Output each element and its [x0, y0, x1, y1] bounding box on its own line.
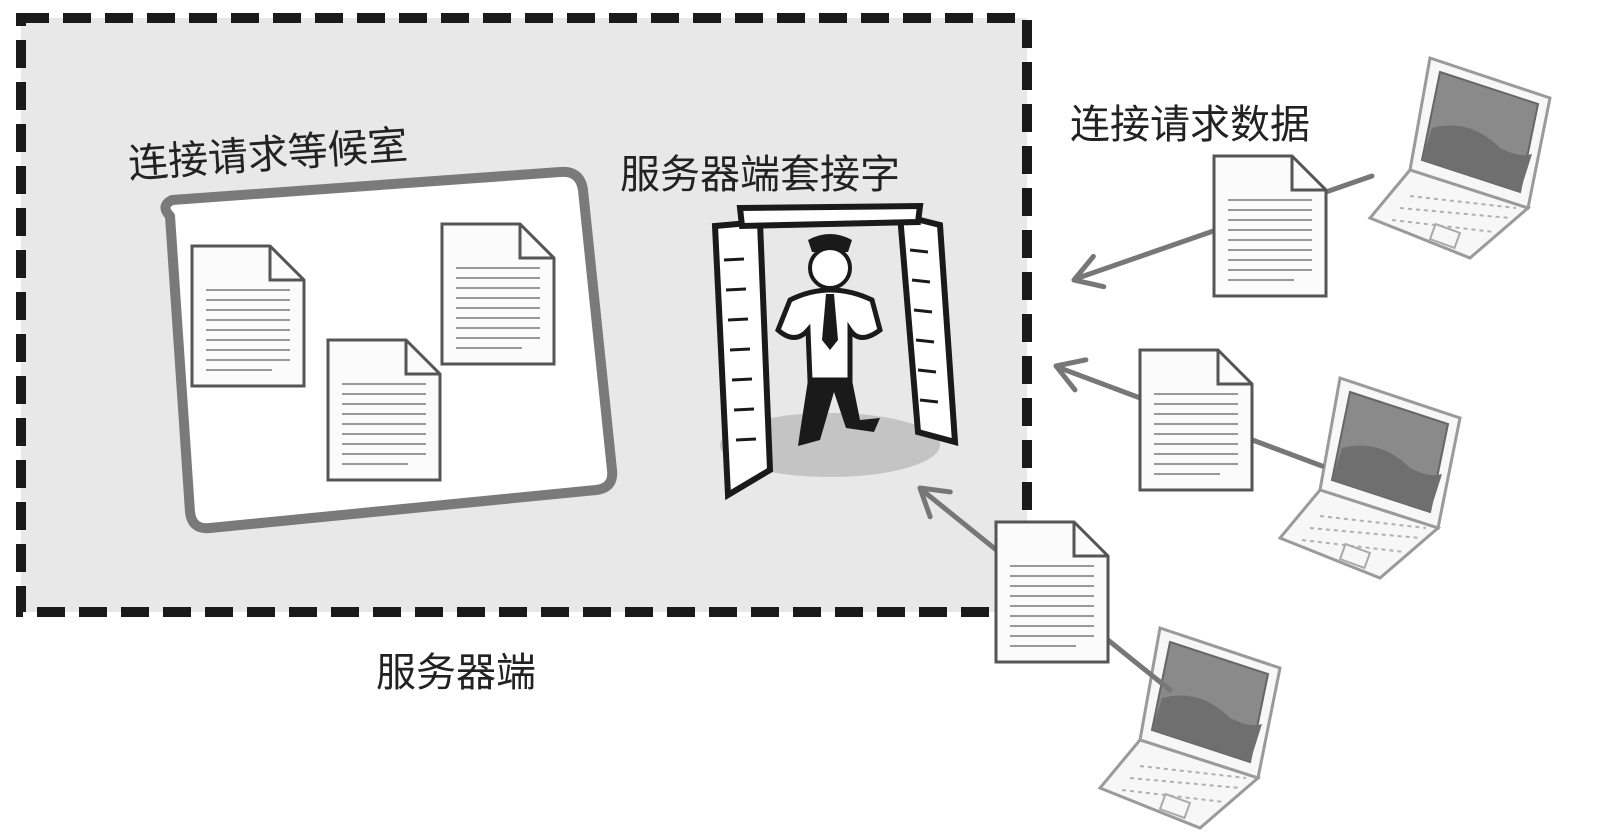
- request-document-icon: [1212, 154, 1328, 298]
- request-document-icon: [994, 520, 1110, 664]
- laptop-icon: [1278, 376, 1462, 580]
- doorman-icon: [711, 202, 959, 501]
- request-document-icon: [1138, 348, 1254, 492]
- queued-document-icon: [440, 222, 556, 366]
- queued-document-icon: [190, 244, 306, 388]
- queued-document-icon: [326, 338, 442, 482]
- server-socket-label: 服务器端套接字: [620, 152, 900, 198]
- laptop-icon: [1368, 56, 1552, 260]
- request-data-label: 连接请求数据: [1070, 102, 1310, 148]
- server-side-label: 服务器端: [376, 650, 536, 696]
